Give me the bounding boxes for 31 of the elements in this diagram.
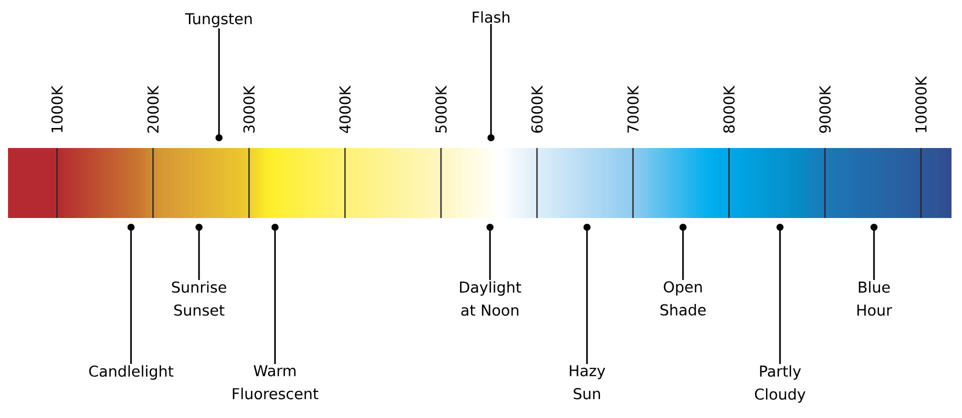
tick-label: 6000K bbox=[531, 86, 543, 133]
leader-line bbox=[870, 224, 878, 280]
tick-label: 4000K bbox=[339, 86, 351, 134]
color-spectrum-bar bbox=[56, 148, 922, 218]
leader-line bbox=[488, 24, 494, 142]
leader-line bbox=[486, 224, 494, 280]
leader-line bbox=[776, 224, 784, 364]
label-text: Partly Cloudy bbox=[754, 365, 806, 403]
label-text: Tungsten bbox=[185, 13, 252, 28]
label-text: Open Shade bbox=[660, 281, 706, 316]
tick-label: 9000K bbox=[819, 86, 831, 133]
leader-line bbox=[680, 224, 686, 280]
tick-label: 7000K bbox=[627, 86, 639, 133]
leader-line bbox=[196, 224, 202, 280]
leader-line bbox=[272, 224, 278, 364]
tick-label: 8000K bbox=[723, 86, 735, 133]
label-text: Hazy Sun bbox=[570, 365, 606, 400]
label-text: Sunrise Sunset bbox=[172, 281, 226, 316]
tick-label: 10000K bbox=[915, 76, 927, 132]
leader-line bbox=[216, 28, 222, 142]
label-text: Candlelight bbox=[89, 365, 174, 380]
leader-line bbox=[128, 224, 135, 364]
tick-label: 5000K bbox=[435, 86, 447, 133]
label-text: Daylight at Noon bbox=[460, 281, 522, 316]
leader-line bbox=[584, 224, 590, 364]
tick-label: 2000K bbox=[147, 86, 159, 133]
label-text: Warm Fluorescent bbox=[232, 365, 318, 400]
label-text: Blue Hour bbox=[857, 281, 892, 316]
tick-label: 1000K bbox=[51, 86, 63, 132]
tick-label: 3000K bbox=[243, 86, 255, 133]
label-text: Flash bbox=[472, 11, 510, 23]
